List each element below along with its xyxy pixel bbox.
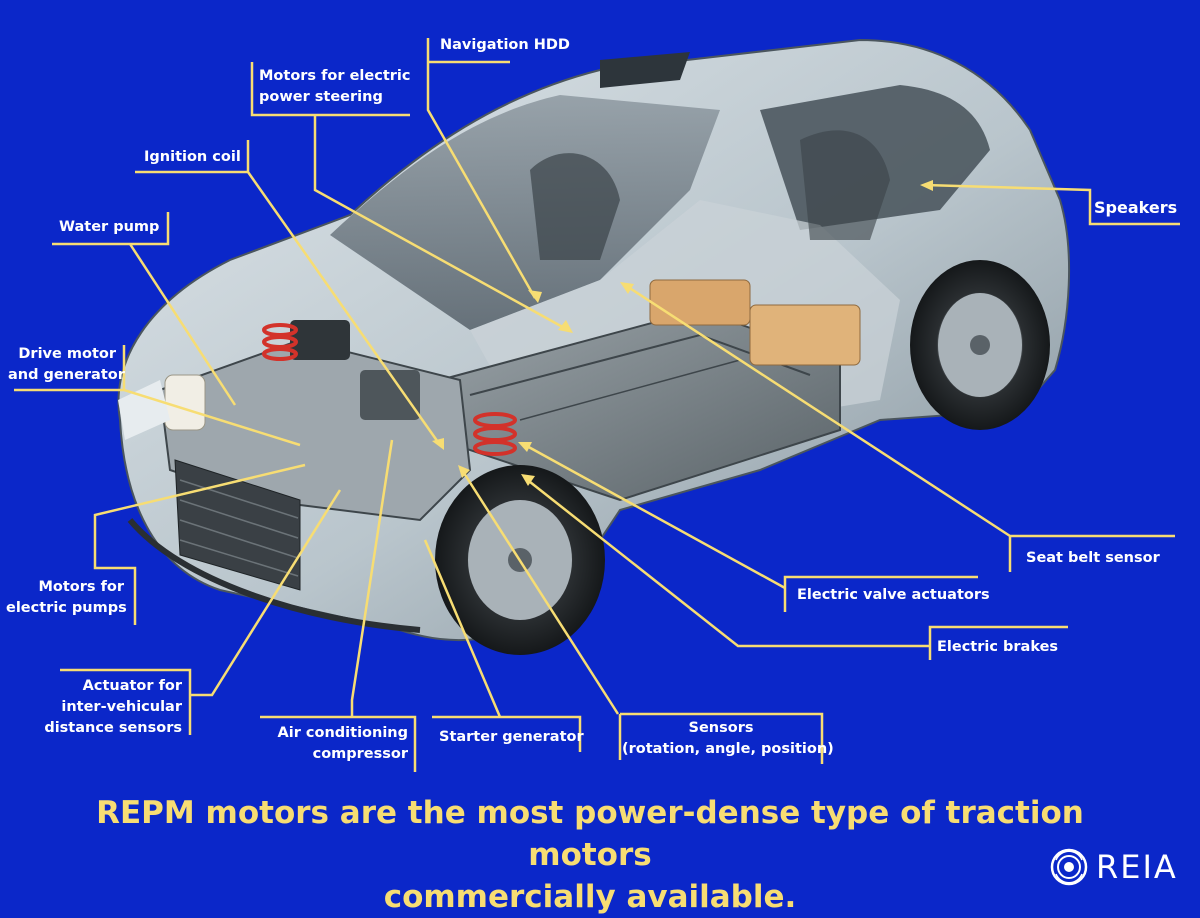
leader-seat-belt bbox=[624, 283, 1175, 572]
label-actuator-sensors-line-2: inter-vehicular bbox=[61, 699, 182, 715]
headline-line-1: REPM motors are the most power-dense typ… bbox=[96, 795, 1084, 873]
label-air-conditioning-line-2: compressor bbox=[312, 746, 408, 762]
leader-ignition-coil bbox=[135, 140, 442, 446]
label-electric-pumps-line-2: electric pumps bbox=[6, 600, 127, 616]
label-navigation-hdd: Navigation HDD bbox=[440, 37, 570, 53]
leader-electric-brakes bbox=[524, 477, 1068, 660]
label-drive-motor-line-1: Drive motor bbox=[18, 346, 116, 362]
rear-wheel bbox=[910, 260, 1050, 430]
label-sensors-line-2: (rotation, angle, position) bbox=[622, 741, 834, 757]
reia-logo: REIA bbox=[1050, 848, 1178, 886]
label-air-conditioning-line-1: Air conditioning bbox=[277, 725, 408, 741]
label-electric-pumps-line-1: Motors for bbox=[38, 579, 124, 595]
leader-electric-pumps bbox=[93, 463, 306, 625]
leader-speakers bbox=[924, 183, 1180, 226]
label-electric-brakes: Electric brakes bbox=[937, 639, 1059, 655]
headline: REPM motors are the most power-dense typ… bbox=[30, 792, 1150, 918]
label-water-pump: Water pump bbox=[59, 219, 160, 235]
label-actuator-sensors: Actuator for inter-vehicular distance se… bbox=[40, 676, 182, 739]
label-sensors: Sensors (rotation, angle, position) bbox=[622, 718, 834, 760]
leader-drive-motor bbox=[14, 345, 301, 447]
leader-water-pump bbox=[52, 212, 237, 406]
label-ignition-coil: Ignition coil bbox=[144, 149, 241, 165]
label-drive-motor: Drive motor and generator bbox=[8, 344, 125, 386]
label-air-conditioning: Air conditioning compressor bbox=[262, 723, 408, 765]
label-speakers: Speakers bbox=[1094, 198, 1178, 217]
leader-power-steering bbox=[250, 62, 569, 332]
label-power-steering-line-2: power steering bbox=[259, 89, 383, 105]
leader-actuator-sensors bbox=[60, 489, 342, 735]
label-electric-valve-actuators: Electric valve actuators bbox=[797, 587, 990, 603]
label-electric-pumps: Motors for electric pumps bbox=[6, 577, 127, 619]
label-actuator-sensors-line-1: Actuator for bbox=[82, 678, 182, 694]
headline-line-2: commercially available. bbox=[383, 879, 797, 915]
label-drive-motor-line-2: and generator bbox=[8, 367, 125, 383]
label-starter-generator: Starter generator bbox=[439, 729, 584, 745]
front-left-spring bbox=[262, 323, 298, 361]
sunroof bbox=[600, 52, 690, 88]
reia-logo-icon bbox=[1050, 848, 1088, 886]
label-power-steering-line-1: Motors for electric bbox=[259, 68, 411, 84]
leader-sensors bbox=[460, 469, 824, 764]
label-power-steering: Motors for electric power steering bbox=[259, 66, 410, 108]
label-seat-belt-sensor: Seat belt sensor bbox=[1026, 550, 1160, 566]
front-right-spring bbox=[473, 412, 517, 456]
label-sensors-line-1: Sensors bbox=[688, 720, 754, 736]
leader-starter-generator bbox=[423, 539, 582, 752]
windshield bbox=[330, 95, 720, 330]
leader-valve-actuators bbox=[524, 443, 978, 612]
leader-air-conditioning bbox=[260, 439, 417, 772]
reia-logo-text: REIA bbox=[1096, 848, 1178, 886]
label-actuator-sensors-line-3: distance sensors bbox=[44, 720, 182, 736]
leader-navigation-hdd bbox=[426, 38, 537, 299]
